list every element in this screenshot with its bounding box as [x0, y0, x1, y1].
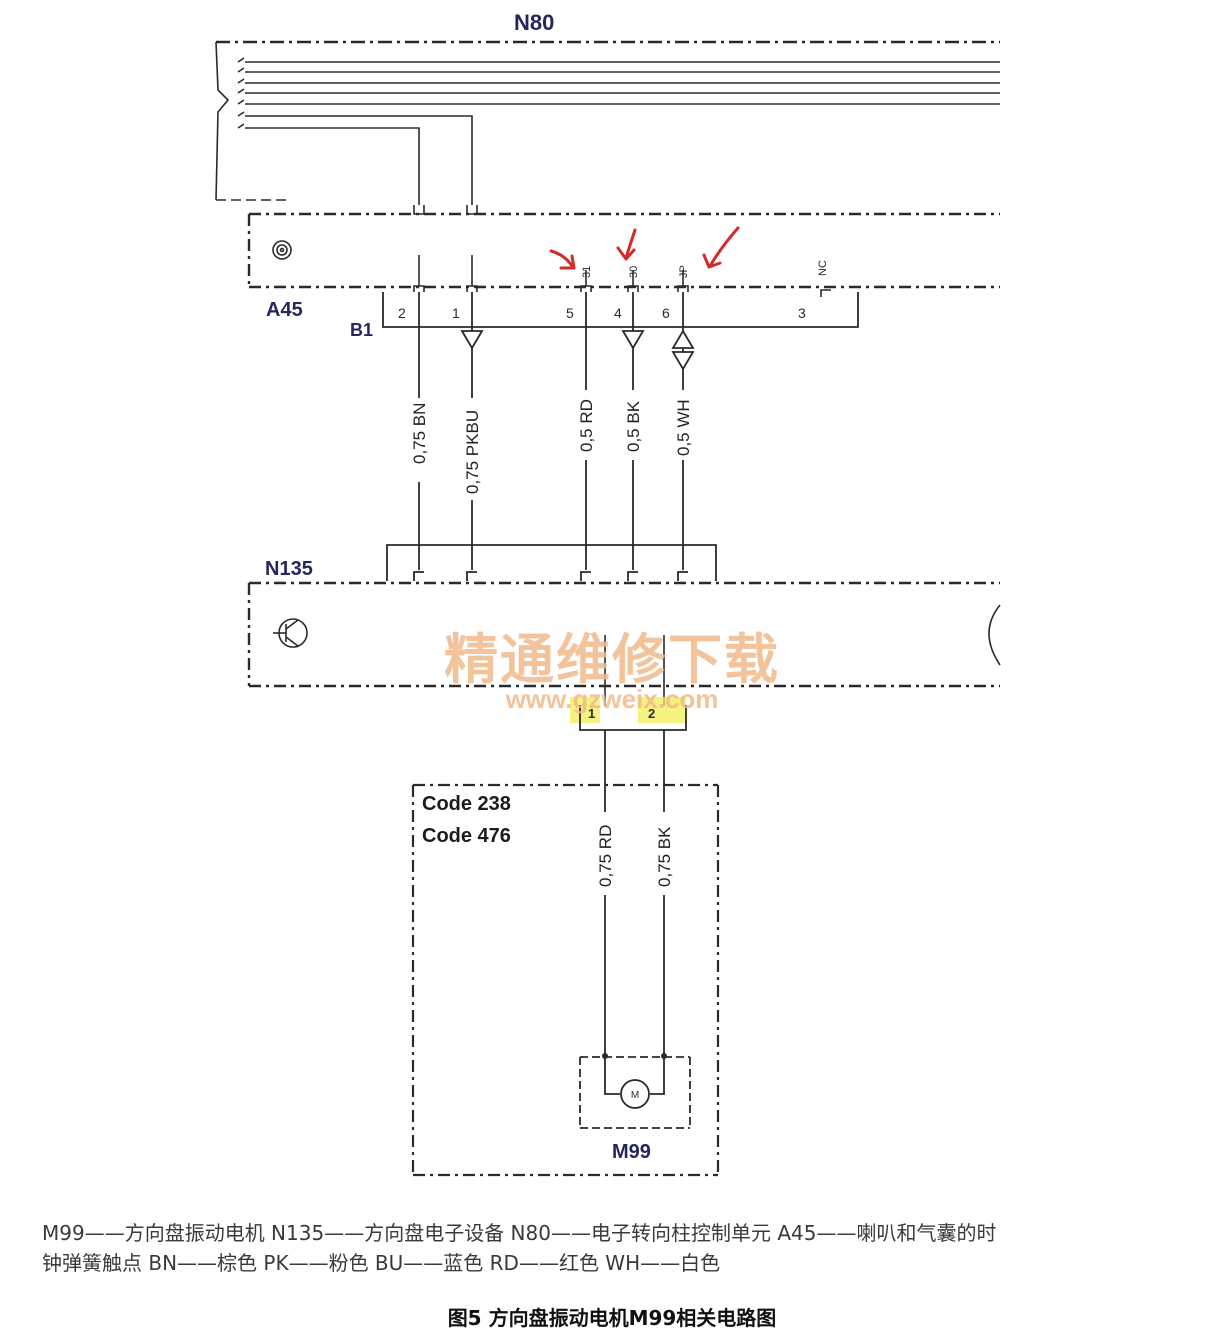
a45-pin-number: 3	[798, 305, 806, 321]
a45-pin-name-jp: JP	[678, 265, 690, 278]
n135-arc	[988, 604, 1001, 666]
wire-label-pkbu: 0,75 PKBU	[463, 410, 482, 494]
wire-pkbu	[460, 292, 484, 570]
transistor-icon	[273, 618, 308, 648]
watermark-url: www.gzweix.com	[505, 684, 719, 714]
code-476-label: Code 476	[422, 825, 511, 847]
code-238-label: Code 238	[422, 793, 511, 815]
wire-label-bk: 0,5 BK	[624, 400, 643, 452]
motor-connector	[579, 705, 687, 1056]
annotation-arrows	[549, 226, 740, 270]
wire-label-rd-motor: 0,75 RD	[596, 825, 615, 887]
a45-pin-number: 1	[452, 305, 460, 321]
watermark: 精通维修下载 www.gzweix.com	[444, 630, 780, 714]
n80-box	[215, 40, 1000, 201]
n135-box	[247, 581, 1000, 688]
watermark-text: 精通维修下载	[444, 630, 780, 690]
a45-box	[247, 212, 1000, 289]
motor-pin-number: 1	[588, 706, 595, 721]
a45-pin-number: 5	[566, 305, 574, 321]
n135-output-pins	[604, 635, 665, 706]
motor-pin-number: 2	[648, 706, 655, 721]
pin-highlight	[570, 697, 686, 723]
circuit-diagram: 精通维修下载 www.gzweix.com N80 A45 B1 N135 M9…	[215, 10, 1001, 1177]
m99-label: M99	[612, 1141, 651, 1163]
b1-connector	[382, 292, 859, 328]
wire-label-bn: 0,75 BN	[410, 403, 429, 464]
legend: M99——方向盘振动电机 N135——方向盘电子设备 N80——电子转向柱控制单…	[42, 1218, 1212, 1278]
wire-bk	[621, 292, 645, 570]
wire-wh	[671, 292, 695, 570]
a45-pin-number: 6	[662, 305, 670, 321]
n80-connectors	[413, 205, 478, 215]
legend-line-1: M99——方向盘振动电机 N135——方向盘电子设备 N80——电子转向柱控制单…	[42, 1221, 997, 1245]
a45-pins	[413, 255, 831, 297]
a45-pin-name-nc: NC	[817, 260, 829, 276]
motor-icon	[620, 1079, 650, 1109]
wire-label-rd: 0,5 RD	[577, 399, 596, 452]
motor-junction-dots	[602, 1053, 667, 1059]
a45-label: A45	[266, 299, 303, 321]
motor-wiring	[604, 1056, 665, 1095]
b1-label: B1	[350, 320, 373, 340]
wire-label-wh: 0,5 WH	[674, 399, 693, 456]
motor-symbol: M	[631, 1090, 639, 1101]
wire-label-bk-motor: 0,75 BK	[655, 826, 674, 887]
a45-pin-number: 4	[614, 305, 622, 321]
figure-caption: 图5 方向盘振动电机M99相关电路图	[447, 1306, 777, 1330]
n135-label: N135	[265, 558, 313, 580]
code-option-box	[411, 783, 720, 1177]
n80-label: N80	[514, 10, 554, 35]
a45-pin-name-31: 31	[581, 266, 593, 278]
a45-pin-number: 2	[398, 305, 406, 321]
m99-box	[579, 1056, 691, 1129]
legend-line-2: 钟弹簧触点 BN——棕色 PK——粉色 BU——蓝色 RD——红色 WH——白色	[42, 1251, 721, 1275]
n80-bus-lines	[237, 57, 1000, 205]
n135-connector-bracket	[386, 544, 717, 581]
a45-spiral-icon	[272, 240, 292, 260]
a45-pin-name-30: 30	[628, 266, 640, 278]
